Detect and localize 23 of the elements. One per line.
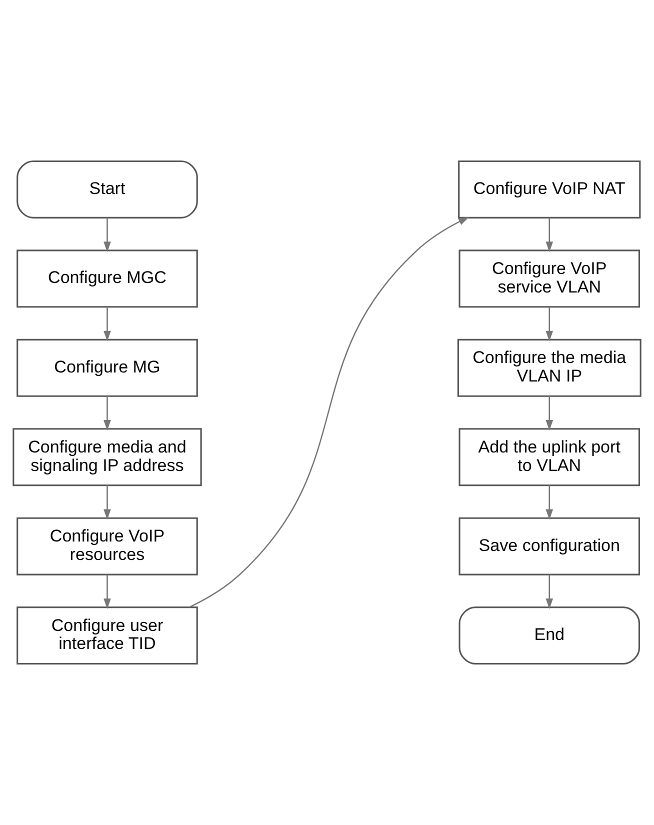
node-box: Configure media and signaling IP address bbox=[12, 428, 202, 486]
arrow bbox=[104, 218, 111, 252]
node-box: Save configuration bbox=[458, 517, 640, 576]
arrow bbox=[104, 306, 111, 342]
node-box: Configure VoIP NAT bbox=[458, 160, 641, 218]
node-box: Configure MG bbox=[16, 338, 198, 397]
arrow bbox=[104, 485, 111, 520]
node-box: Add the uplink port to VLAN bbox=[458, 428, 640, 486]
arrow bbox=[546, 218, 554, 252]
node-box: Configure VoIP resources bbox=[16, 517, 198, 576]
node-box: Configure the media VLAN IP bbox=[457, 338, 642, 397]
arrow bbox=[104, 574, 111, 609]
node-box: Configure user interface TID bbox=[16, 606, 198, 665]
node-box: Configure MGC bbox=[16, 250, 198, 308]
node-box: End bbox=[458, 606, 640, 665]
arrow bbox=[546, 306, 554, 342]
arrow bbox=[546, 485, 554, 520]
arrow bbox=[189, 216, 470, 608]
node-box: Configure VoIP service VLAN bbox=[458, 250, 640, 308]
arrow bbox=[546, 574, 554, 609]
arrow bbox=[546, 396, 554, 431]
node-box: Start bbox=[16, 160, 198, 218]
arrow bbox=[104, 396, 111, 431]
